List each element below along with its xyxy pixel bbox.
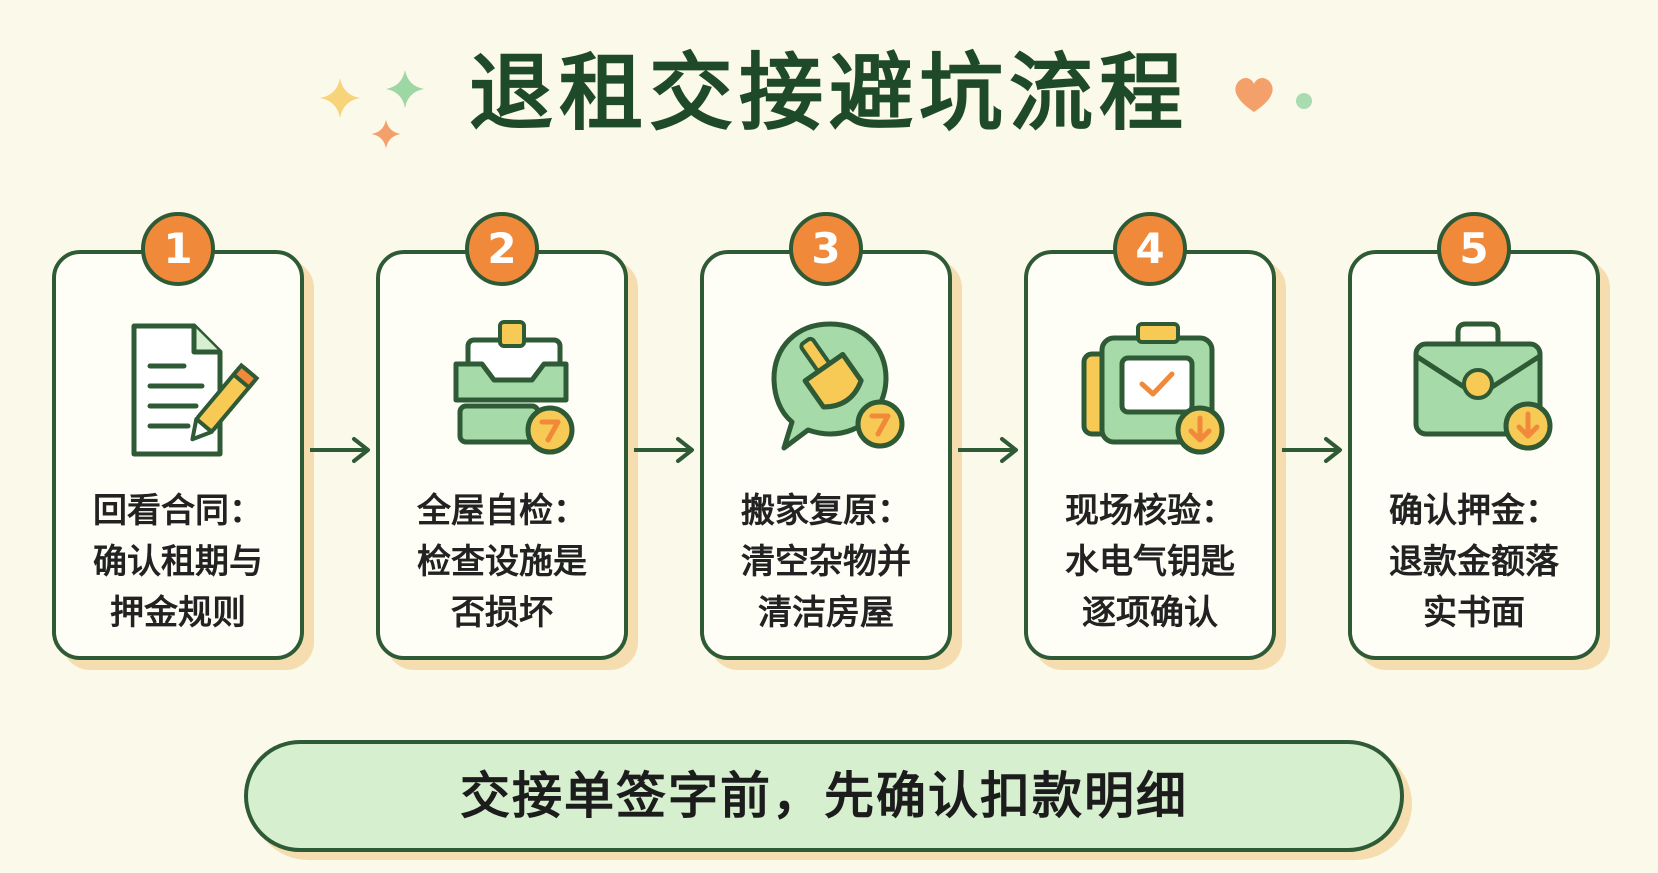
step-text-4: 现场核验：水电气钥匙逐项确认 [1065, 491, 1235, 633]
step-card-2: 全屋自检：检查设施是否损坏 [376, 250, 628, 660]
step-badge-1: 1 [141, 212, 215, 286]
step-badge-2: 2 [465, 212, 539, 286]
deposit-wallet-icon [1413, 321, 1553, 451]
reminder-banner: 交接单签字前，先确认扣款明细 [244, 740, 1404, 852]
step-badge-4: 4 [1113, 212, 1187, 286]
step-card-1: 回看合同：确认租期与押金规则 [52, 250, 304, 660]
step-text-1: 回看合同：确认租期与押金规则 [93, 491, 263, 633]
arrow-right-icon [310, 437, 370, 463]
utility-meter-icon [1081, 322, 1225, 455]
step-text-2: 全屋自检：检查设施是否损坏 [417, 491, 587, 633]
step-text-3: 搬家复原：清空杂物并清洁房屋 [741, 491, 911, 633]
step-badge-5: 5 [1437, 212, 1511, 286]
arrow-right-icon [634, 437, 694, 463]
document-pen-icon [131, 323, 260, 457]
step-card-5: 确认押金：退款金额落实书面 [1348, 250, 1600, 660]
cleaning-brush-icon [771, 321, 905, 451]
sparkle-green-icon [385, 69, 425, 109]
furniture-check-icon [453, 320, 575, 455]
arrow-right-icon [1282, 437, 1342, 463]
heart-icon [1235, 77, 1273, 112]
page-title: 退租交接避坑流程 [468, 44, 1189, 142]
sparkle-orange-icon [371, 119, 401, 149]
step-card-4: 现场核验：水电气钥匙逐项确认 [1024, 250, 1276, 660]
step-badge-3: 3 [789, 212, 863, 286]
arrow-right-icon [958, 437, 1018, 463]
step-card-3: 搬家复原：清空杂物并清洁房屋 [700, 250, 952, 660]
step-text-5: 确认押金：退款金额落实书面 [1389, 491, 1559, 633]
dot-icon [1296, 93, 1312, 109]
sparkle-yellow-icon [320, 78, 360, 118]
